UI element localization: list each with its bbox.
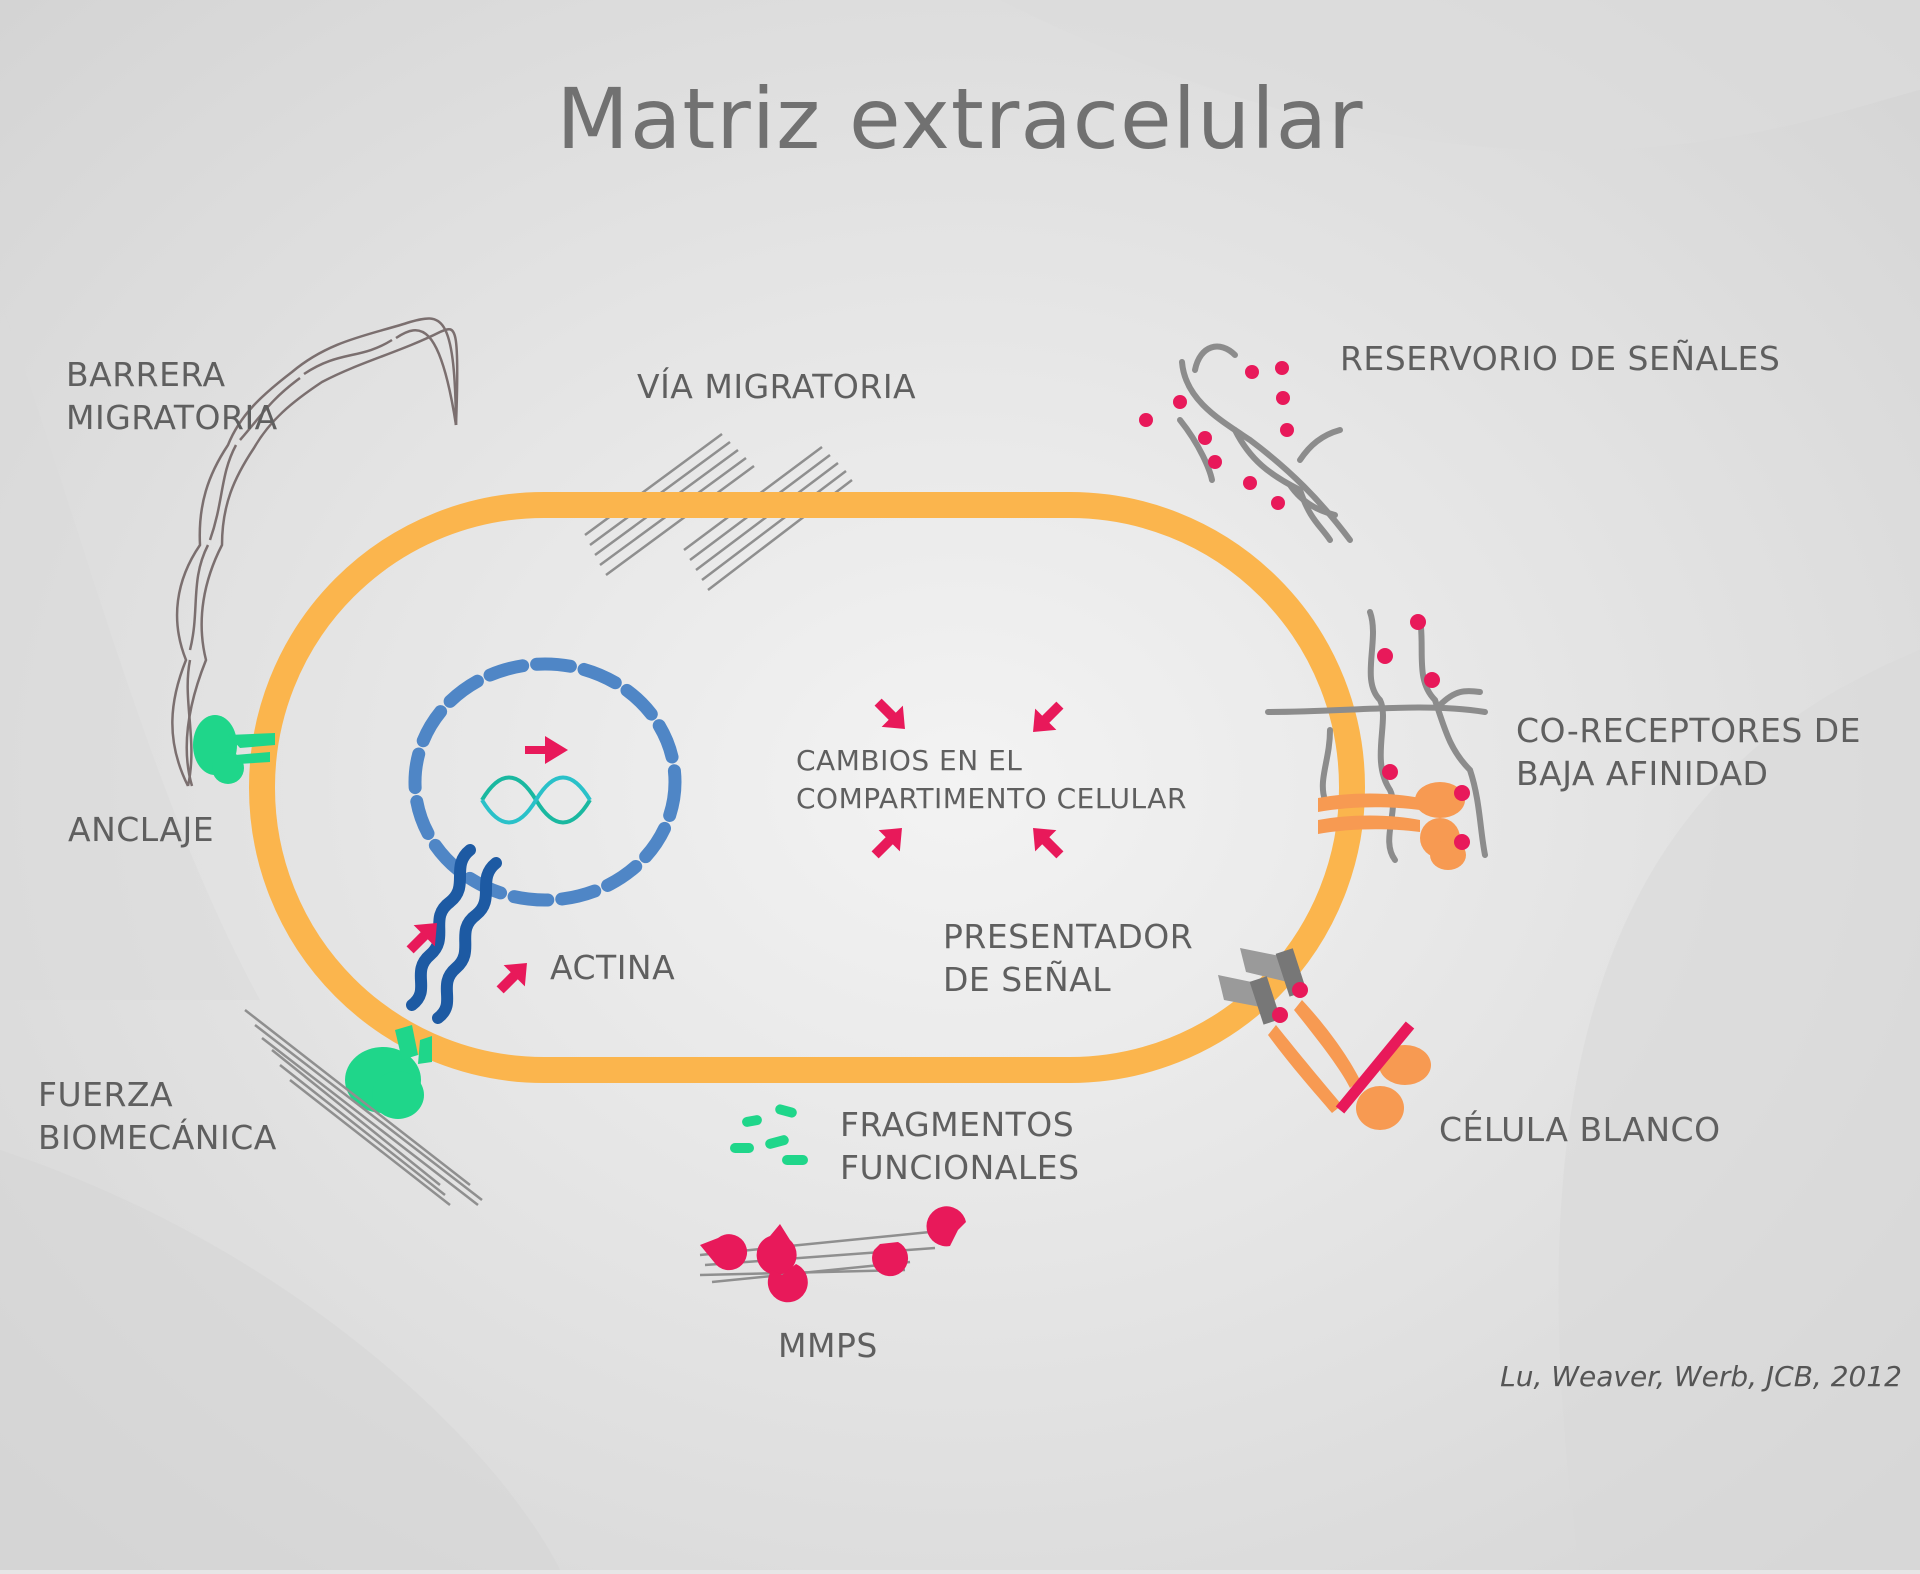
background-swoosh <box>1558 650 1920 1570</box>
nucleus-envelope <box>408 657 682 907</box>
migratory-barrier-fiber <box>171 317 459 787</box>
functional-fragments-icon <box>730 1104 808 1165</box>
coreceptor-signals <box>1377 614 1470 850</box>
label-barrier-line2: MIGRATORIA <box>66 398 278 437</box>
label-functional-fragments-line1: FRAGMENTOS <box>840 1105 1075 1144</box>
label-signal-presenter-line2: DE SEÑAL <box>943 960 1112 999</box>
label-cell-compartment-line1: CAMBIOS EN EL <box>796 744 1023 777</box>
label-biomechanical-force: FUERZA BIOMECÁNICA <box>38 1073 277 1159</box>
label-functional-fragments: FRAGMENTOS FUNCIONALES <box>840 1103 1080 1189</box>
label-cell-compartment-line2: COMPARTIMENTO CELULAR <box>796 782 1187 815</box>
mechanical-anchor-icon <box>345 1025 432 1119</box>
label-barrier-line1: BARRERA <box>66 355 226 394</box>
signal-arrows <box>406 698 1064 994</box>
signal-molecules <box>1139 361 1294 510</box>
label-cell-compartment: CAMBIOS EN EL COMPARTIMENTO CELULAR <box>796 742 1187 818</box>
diagram-title: Matriz extracelular <box>556 70 1364 168</box>
biomechanical-fibers <box>244 1009 483 1206</box>
signal-reservoir-matrix <box>1177 343 1353 543</box>
label-signal-reservoir: RESERVORIO DE SEÑALES <box>1340 339 1781 378</box>
label-biomechanical-force-line1: FUERZA <box>38 1075 174 1114</box>
label-anchoring: ANCLAJE <box>68 810 215 849</box>
actin-filament <box>406 844 502 1024</box>
label-mmps: MMPS <box>778 1326 878 1365</box>
label-biomechanical-force-line2: BIOMECÁNICA <box>38 1118 277 1157</box>
citation: Lu, Weaver, Werb, JCB, 2012 <box>1500 1360 1902 1393</box>
label-actin: ACTINA <box>550 948 676 987</box>
transcription-arrow-icon <box>525 736 568 764</box>
label-barrier: BARRERA MIGRATORIA <box>66 353 278 439</box>
background-swoosh <box>0 1150 560 1570</box>
label-coreceptors-line2: BAJA AFINIDAD <box>1516 754 1769 793</box>
dna-helix-icon <box>480 775 592 825</box>
background-swoosh <box>1000 0 1920 151</box>
label-target-cell: CÉLULA BLANCO <box>1439 1110 1721 1149</box>
label-migratory-path: VÍA MIGRATORIA <box>637 367 917 406</box>
label-coreceptors-line1: CO-RECEPTORES DE <box>1516 711 1862 750</box>
label-signal-presenter-line1: PRESENTADOR <box>943 917 1194 956</box>
signal-presenter <box>1218 948 1431 1130</box>
coreceptor-receptors <box>1318 782 1466 870</box>
anchoring-protein-icon <box>193 715 275 784</box>
cell-membrane <box>249 492 1365 1083</box>
label-signal-presenter: PRESENTADOR DE SEÑAL <box>943 915 1193 1001</box>
label-functional-fragments-line2: FUNCIONALES <box>840 1148 1080 1187</box>
label-coreceptors: CO-RECEPTORES DE BAJA AFINIDAD <box>1516 709 1861 795</box>
background-swoosh <box>0 300 260 1000</box>
mmp-enzymes-icon <box>700 1206 966 1303</box>
